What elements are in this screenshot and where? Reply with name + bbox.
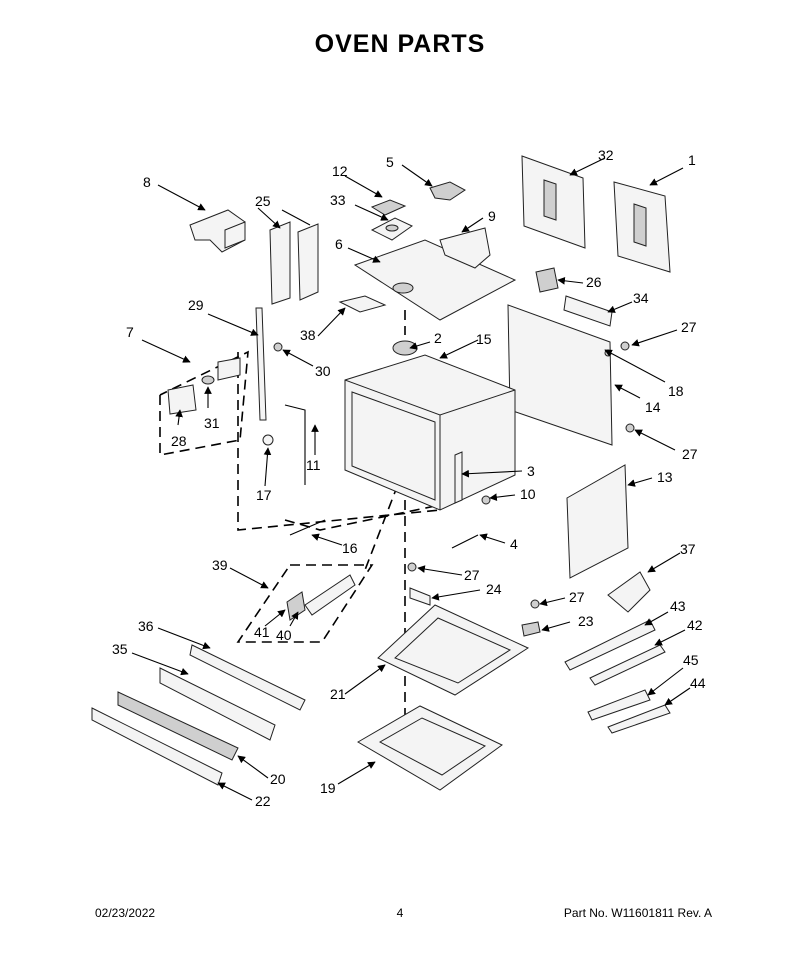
part-9-duct: [439, 227, 491, 269]
callout-25: 25: [255, 193, 271, 209]
part-10-screw: [481, 495, 491, 505]
part-35-trim: [159, 667, 276, 741]
callout-21: 21: [330, 686, 346, 702]
part-4-rod: [451, 534, 479, 549]
callout-33: 33: [330, 192, 346, 208]
callout-5: 5: [386, 154, 394, 170]
callout-32: 32: [598, 147, 614, 163]
part-43-trim: [564, 619, 656, 671]
callout-41: 41: [254, 624, 270, 640]
part-34-bracket: [563, 295, 613, 327]
callout-31: 31: [204, 415, 220, 431]
callout-19: 19: [320, 780, 336, 796]
part-14-panel: [507, 304, 613, 446]
callout-7: 7: [126, 324, 134, 340]
callout-15: 15: [476, 331, 492, 347]
callout-3: 3: [527, 463, 535, 479]
callout-27d: 27: [569, 589, 585, 605]
callout-36: 36: [138, 618, 154, 634]
callout-38: 38: [300, 327, 316, 343]
part-11-element: [284, 404, 306, 485]
callout-40: 40: [276, 627, 292, 643]
part-16-sensor: [289, 519, 326, 536]
part-15-oven-cavity: [344, 340, 516, 511]
callout-20: 20: [270, 771, 286, 787]
part-24-bracket: [409, 587, 431, 606]
part-19-door-glass: [357, 705, 503, 791]
part-25-vents: [269, 221, 319, 305]
callout-27c: 27: [464, 567, 480, 583]
callout-4: 4: [510, 536, 518, 552]
part-37-cover: [607, 571, 651, 613]
callout-45: 45: [683, 652, 699, 668]
part-36-trim: [189, 644, 306, 711]
callout-30: 30: [315, 363, 331, 379]
callout-37: 37: [680, 541, 696, 557]
part-6-top-panel: [353, 239, 517, 321]
callout-44: 44: [690, 675, 706, 691]
part-8-bracket: [189, 209, 246, 253]
callout-39: 39: [212, 557, 228, 573]
part-31-knob: [201, 375, 215, 385]
part-28-display: [167, 384, 197, 415]
callout-16: 16: [342, 540, 358, 556]
part-42-trim: [589, 644, 666, 686]
part-29-rod: [255, 307, 267, 421]
callout-24: 24: [486, 581, 502, 597]
part-26-clip: [535, 267, 559, 293]
part-44-trim: [607, 704, 671, 734]
part-1-panel: [613, 181, 671, 273]
callout-17: 17: [256, 487, 272, 503]
footer-page-number: 4: [396, 906, 404, 920]
callout-11: 11: [306, 457, 321, 473]
footer-part-number: Part No. W11601811 Rev. A: [563, 906, 712, 920]
part-5-blower: [429, 181, 466, 201]
callout-27b: 27: [682, 446, 698, 462]
callout-labels: 1 2 3 4 5 6 7 8 9 10 11 12 13 14 15 16 1…: [112, 147, 706, 809]
callout-29: 29: [188, 297, 204, 313]
part-17-knob: [262, 434, 274, 446]
part-23-bracket: [521, 621, 541, 637]
callout-2: 2: [434, 330, 442, 346]
part-20-trim: [117, 691, 239, 761]
part-21-door-frame: [377, 604, 530, 696]
callout-43: 43: [670, 598, 686, 614]
callout-9: 9: [488, 208, 496, 224]
callout-1: 1: [688, 152, 696, 168]
callout-35: 35: [112, 641, 128, 657]
callout-18: 18: [668, 383, 684, 399]
part-38-bracket: [338, 295, 387, 313]
part-32-panel: [521, 155, 586, 249]
callout-34: 34: [633, 290, 649, 306]
callout-27a: 27: [681, 319, 697, 335]
part-12-bracket: [370, 199, 407, 216]
part-13-side-panel: [566, 464, 629, 579]
callout-8: 8: [143, 174, 151, 190]
part-33-motor: [370, 217, 413, 241]
callout-23: 23: [578, 613, 594, 629]
callout-42: 42: [687, 617, 703, 633]
footer-date: 02/23/2022: [95, 906, 156, 920]
part-3-rack-guide: [454, 451, 463, 504]
callout-22: 22: [255, 793, 271, 809]
callout-10: 10: [520, 486, 536, 502]
callout-6: 6: [335, 236, 343, 252]
callout-28: 28: [171, 433, 187, 449]
callout-12: 12: [332, 163, 348, 179]
callout-26: 26: [586, 274, 602, 290]
page-title: OVEN PARTS: [314, 30, 486, 58]
callout-14: 14: [645, 399, 661, 415]
leader-lines: [131, 157, 691, 801]
callout-13: 13: [657, 469, 673, 485]
part-45-trim: [587, 689, 651, 721]
part-7-board: [217, 357, 241, 381]
